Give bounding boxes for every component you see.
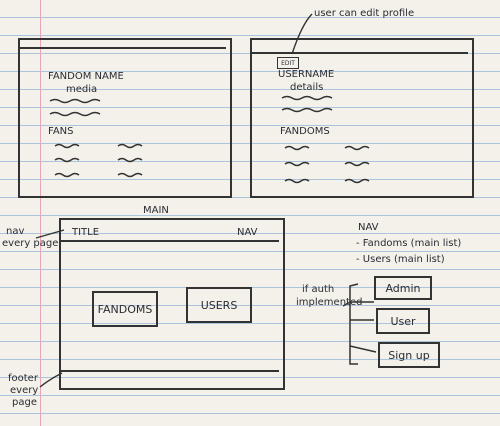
user-can-edit-note: user can edit profile <box>314 8 415 19</box>
user-page-header-bar <box>252 52 468 54</box>
nav-notes-item-fandoms: - Fandoms (main list) <box>356 238 462 249</box>
main-nav-bar <box>61 240 279 242</box>
margin-line <box>40 0 41 426</box>
fans-label: FANS <box>48 126 74 137</box>
user-page-frame <box>250 38 474 198</box>
main-heading: MAIN <box>143 205 169 216</box>
fandoms-button[interactable]: FANDOMS <box>92 291 158 327</box>
users-button[interactable]: USERS <box>186 287 252 323</box>
if-auth-line1: if auth <box>302 284 335 295</box>
if-auth-line2: implemented <box>296 297 363 308</box>
main-nav: NAV <box>237 227 258 238</box>
fandom-name-label: FANDOM NAME <box>48 71 124 82</box>
nav-note-line2: every page <box>2 238 59 249</box>
fandom-page-header-bar <box>20 47 226 49</box>
edit-button[interactable]: EDIT <box>277 57 299 69</box>
footer-note-line1: footer <box>8 373 38 384</box>
username-label: USERNAME <box>278 69 335 80</box>
signup-button[interactable]: Sign up <box>378 342 440 368</box>
user-button[interactable]: User <box>376 308 430 334</box>
nav-note-line1: nav <box>6 226 25 237</box>
main-footer-bar <box>61 370 279 372</box>
nav-notes-item-users: - Users (main list) <box>356 254 445 265</box>
footer-note-line2: every <box>10 385 39 396</box>
fandom-media-label: media <box>66 84 98 95</box>
user-fandoms-label: FANDOMS <box>280 126 330 137</box>
footer-note-line3: page <box>12 397 37 408</box>
main-title: TITLE <box>72 227 100 238</box>
main-page-frame <box>59 218 285 390</box>
admin-button[interactable]: Admin <box>374 276 432 300</box>
nav-notes-heading: NAV <box>358 222 379 233</box>
user-details-label: details <box>290 82 324 93</box>
fandom-page-frame <box>18 38 232 198</box>
